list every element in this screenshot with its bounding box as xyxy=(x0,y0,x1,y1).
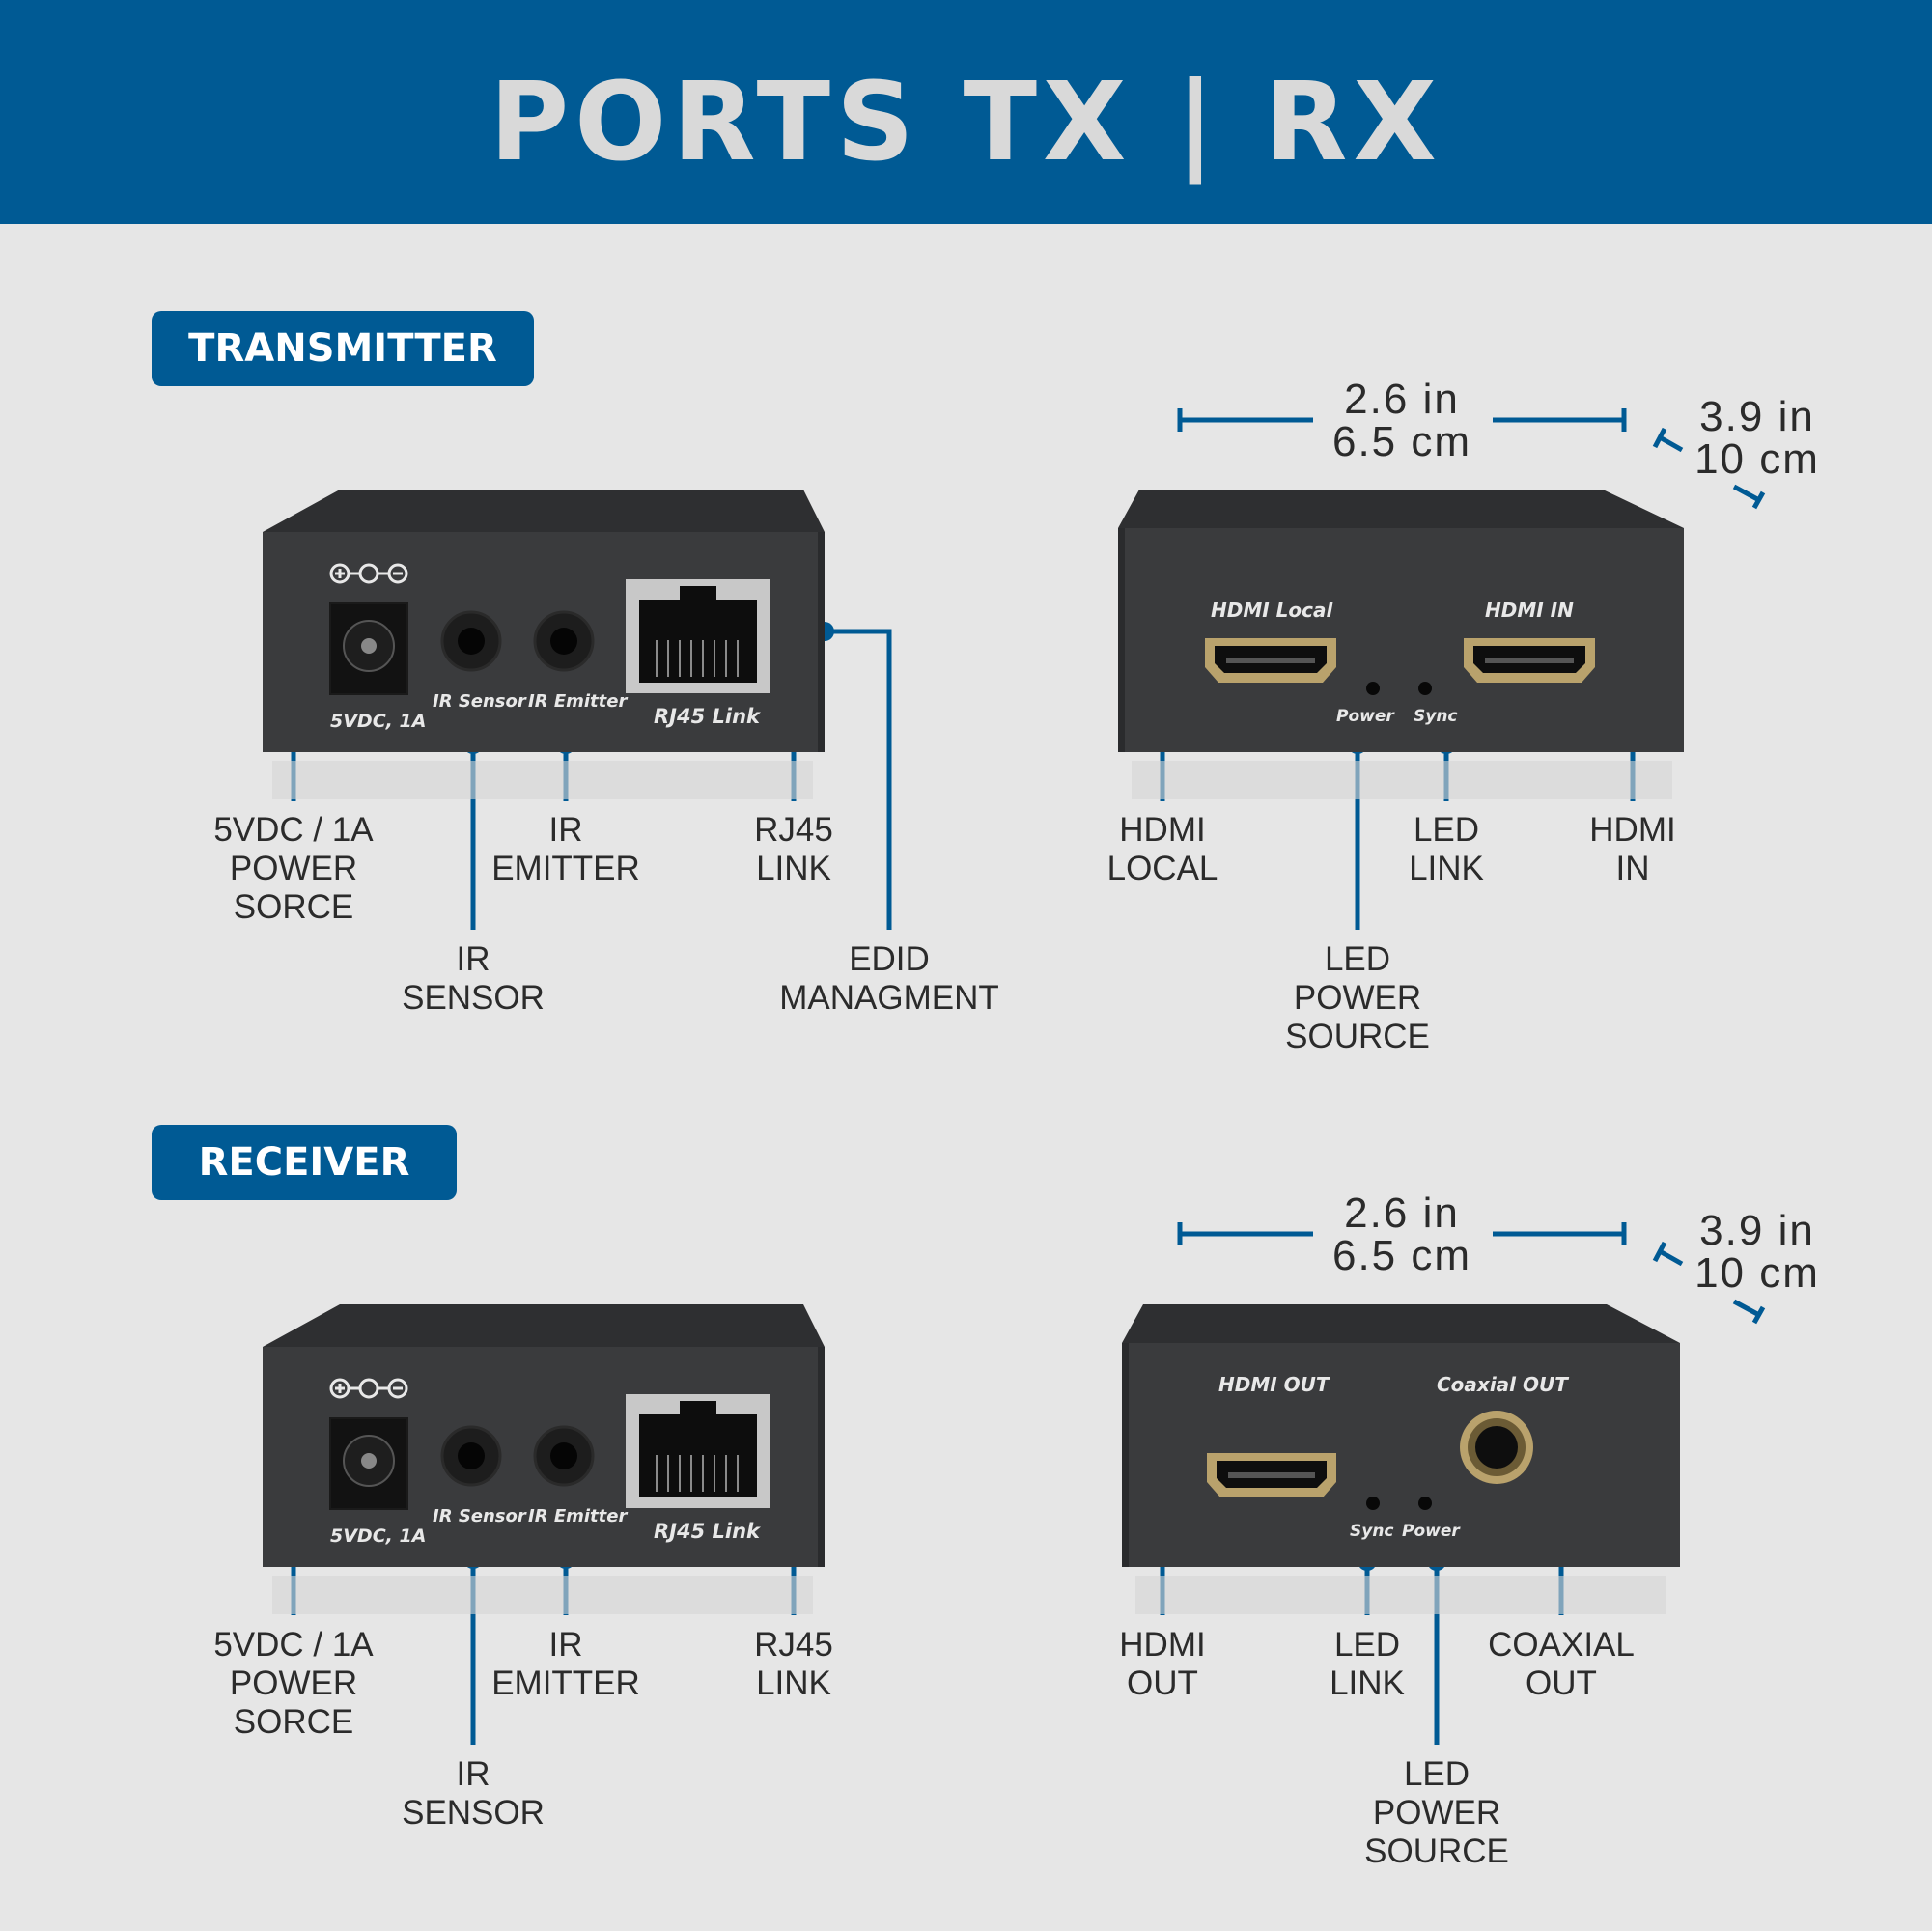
tx-width-in: 2.6 in xyxy=(1344,376,1460,423)
receiver-front-device: HDMI OUT Coaxial OUT Sync Power xyxy=(1122,1304,1680,1614)
power-led-icon xyxy=(1366,682,1380,695)
tx-label-ir-emitter: IR EMITTER xyxy=(491,811,640,887)
ir-emitter-jack-icon xyxy=(533,1425,595,1487)
rj45-port-icon xyxy=(626,1394,770,1508)
tx-front-silk-hdmi-local: HDMI Local xyxy=(1211,599,1333,622)
tx-label-power-source: 5VDC / 1A POWER SORCE xyxy=(213,811,374,926)
power-led-icon xyxy=(1418,1497,1432,1510)
transmitter-rear-device: 5VDC, 1A IR Sensor IR Emitter RJ45 Link xyxy=(263,490,825,799)
tx-label-hdmi-in: HDMI IN xyxy=(1589,811,1676,887)
hdmi-out-port-icon xyxy=(1207,1453,1336,1497)
tx-label-led-link: LED LINK xyxy=(1409,811,1484,887)
rx-label-rj45-link: RJ45 LINK xyxy=(754,1626,833,1702)
rx-label-led-link: LED LINK xyxy=(1330,1626,1405,1702)
tx-front-silk-sync: Sync xyxy=(1414,707,1458,726)
sync-led-icon xyxy=(1418,682,1432,695)
rx-front-silk-power: Power xyxy=(1402,1522,1461,1541)
tx-depth-cm: 10 cm xyxy=(1694,435,1820,483)
rx-label-ir-sensor: IR SENSOR xyxy=(402,1755,545,1832)
coaxial-out-port-icon xyxy=(1460,1411,1533,1484)
rx-depth-cm: 10 cm xyxy=(1694,1249,1820,1297)
rx-rear-silk-ir-emitter: IR Emitter xyxy=(528,1506,628,1526)
tx-front-silk-hdmi-in: HDMI IN xyxy=(1485,599,1574,622)
polarity-icon xyxy=(329,563,408,584)
rx-label-hdmi-out: HDMI OUT xyxy=(1119,1626,1206,1702)
tx-front-silk-power: Power xyxy=(1336,707,1395,726)
rx-label-power-source: 5VDC / 1A POWER SORCE xyxy=(213,1626,374,1741)
tx-label-hdmi-local: HDMI LOCAL xyxy=(1106,811,1218,887)
transmitter-front-device: HDMI Local HDMI IN Power Sync xyxy=(1118,490,1684,799)
tx-label-rj45-link: RJ45 LINK xyxy=(754,811,833,887)
rx-front-silk-hdmi-out: HDMI OUT xyxy=(1218,1373,1330,1396)
rx-width-in: 2.6 in xyxy=(1344,1189,1460,1237)
page-title: PORTS TX | RX xyxy=(490,60,1442,185)
header-banner xyxy=(0,0,1932,224)
rx-rear-silk-ir-sensor: IR Sensor xyxy=(433,1506,527,1526)
receiver-badge: RECEIVER xyxy=(152,1125,457,1200)
tx-rear-silk-ir-emitter: IR Emitter xyxy=(528,691,628,712)
tx-width-cm: 6.5 cm xyxy=(1331,418,1472,465)
hdmi-in-port-icon xyxy=(1464,638,1595,683)
polarity-icon xyxy=(329,1378,408,1399)
rx-label-led-power-source: LED POWER SOURCE xyxy=(1364,1755,1509,1870)
tx-label-led-power-source: LED POWER SOURCE xyxy=(1285,940,1430,1055)
transmitter-badge: TRANSMITTER xyxy=(152,311,534,386)
rx-label-coaxial-out: COAXIAL OUT xyxy=(1488,1626,1635,1702)
rx-front-silk-sync: Sync xyxy=(1350,1522,1394,1541)
sync-led-icon xyxy=(1366,1497,1380,1510)
receiver-rear-device: 5VDC, 1A IR Sensor IR Emitter RJ45 Link xyxy=(263,1304,825,1614)
rx-depth-in: 3.9 in xyxy=(1699,1207,1815,1254)
ir-sensor-jack-icon xyxy=(440,610,502,672)
rx-front-silk-coaxial-out: Coaxial OUT xyxy=(1437,1373,1569,1396)
tx-edid-leader xyxy=(825,629,892,930)
rj45-port-icon xyxy=(626,579,770,693)
tx-rear-silk-power: 5VDC, 1A xyxy=(330,711,426,732)
tx-rear-silk-rj45: RJ45 Link xyxy=(654,705,762,728)
dc-power-jack-icon xyxy=(329,1417,408,1510)
rx-width-cm: 6.5 cm xyxy=(1331,1232,1472,1279)
tx-label-ir-sensor: IR SENSOR xyxy=(402,940,545,1017)
hdmi-local-port-icon xyxy=(1205,638,1336,683)
dc-power-jack-icon xyxy=(329,602,408,695)
rx-rear-silk-rj45: RJ45 Link xyxy=(654,1520,762,1543)
rx-label-ir-emitter: IR EMITTER xyxy=(491,1626,640,1702)
tx-depth-in: 3.9 in xyxy=(1699,393,1815,440)
rx-rear-silk-power: 5VDC, 1A xyxy=(330,1525,426,1547)
tx-label-edid: EDID MANAGMENT xyxy=(779,940,999,1017)
ir-emitter-jack-icon xyxy=(533,610,595,672)
tx-rear-silk-ir-sensor: IR Sensor xyxy=(433,691,527,712)
ir-sensor-jack-icon xyxy=(440,1425,502,1487)
